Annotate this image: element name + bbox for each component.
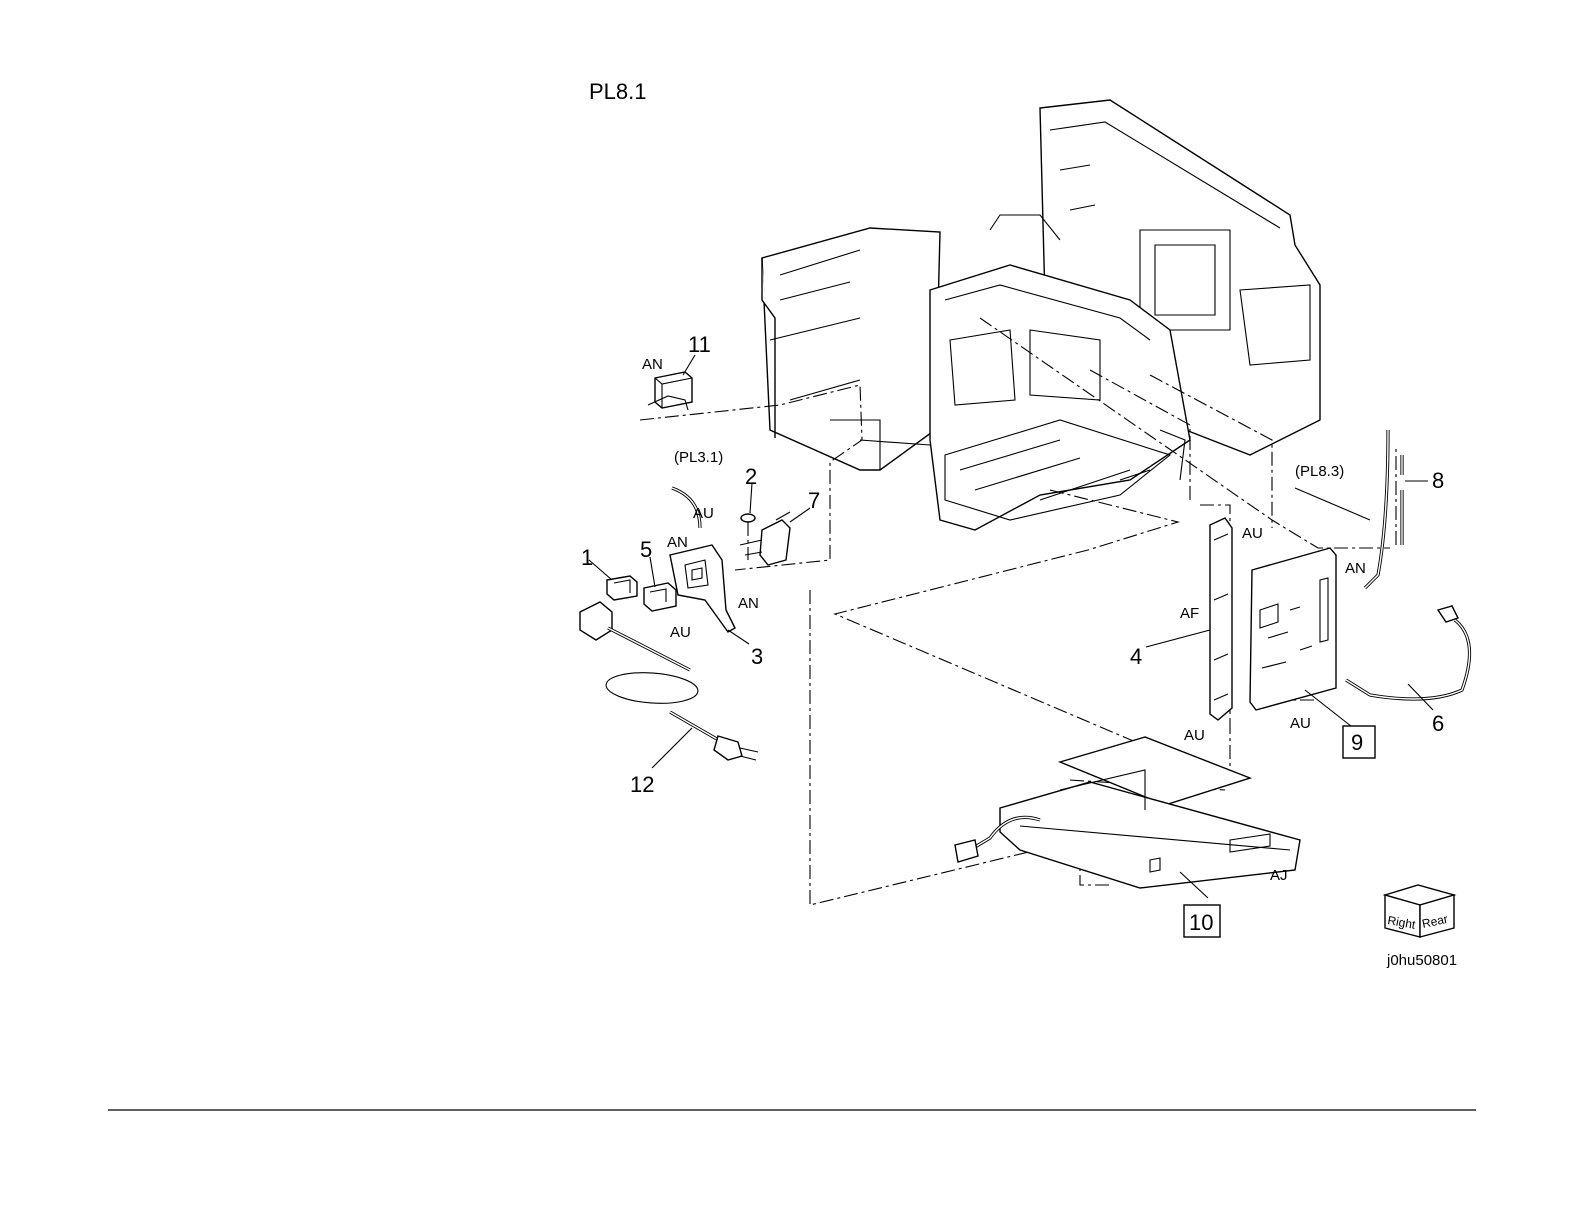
code-au-bracket: AU [670,624,691,641]
code-an-11: AN [642,356,663,373]
code-aj-psu: AJ [1270,867,1288,884]
ref-pl3-1: (PL3.1) [674,449,723,466]
image-id-text: j0hu50801 [1386,952,1457,969]
callout-1: 1 [581,545,593,570]
code-af-plate: AF [1180,605,1199,622]
callout-12: 12 [630,772,654,797]
part-11-transformer [648,372,692,410]
ref-pl8-3: (PL8.3) [1295,463,1344,480]
part-6-harness [1346,606,1470,699]
code-au-board: AU [1290,715,1311,732]
callout-10: 10 [1189,910,1213,935]
callout-7: 7 [808,488,820,513]
orientation-cube: Right Rear [1385,885,1454,937]
part-9-board [1250,548,1336,710]
code-au-plate-top: AU [1242,525,1263,542]
callout-8: 8 [1432,468,1444,493]
code-an-board: AN [1345,560,1366,577]
code-an-bracket: AN [667,534,688,551]
code-au-plate-bottom: AU [1184,727,1205,744]
page-title: PL8.1 [589,79,647,104]
code-au-harness: AU [693,505,714,522]
callout-3: 3 [751,644,763,669]
part-3-bracket [670,545,735,632]
callout-11: 11 [688,332,711,357]
part-4-plate [1210,518,1232,720]
callout-4: 4 [1130,644,1142,669]
part-5-inlet [644,583,676,611]
callout-5: 5 [640,537,652,562]
part-10-psu [955,737,1300,888]
printer-frame [762,100,1320,530]
callout-9: 9 [1351,730,1363,755]
callout-6: 6 [1432,711,1444,736]
callout-2: 2 [745,464,757,489]
code-an-side: AN [738,595,759,612]
